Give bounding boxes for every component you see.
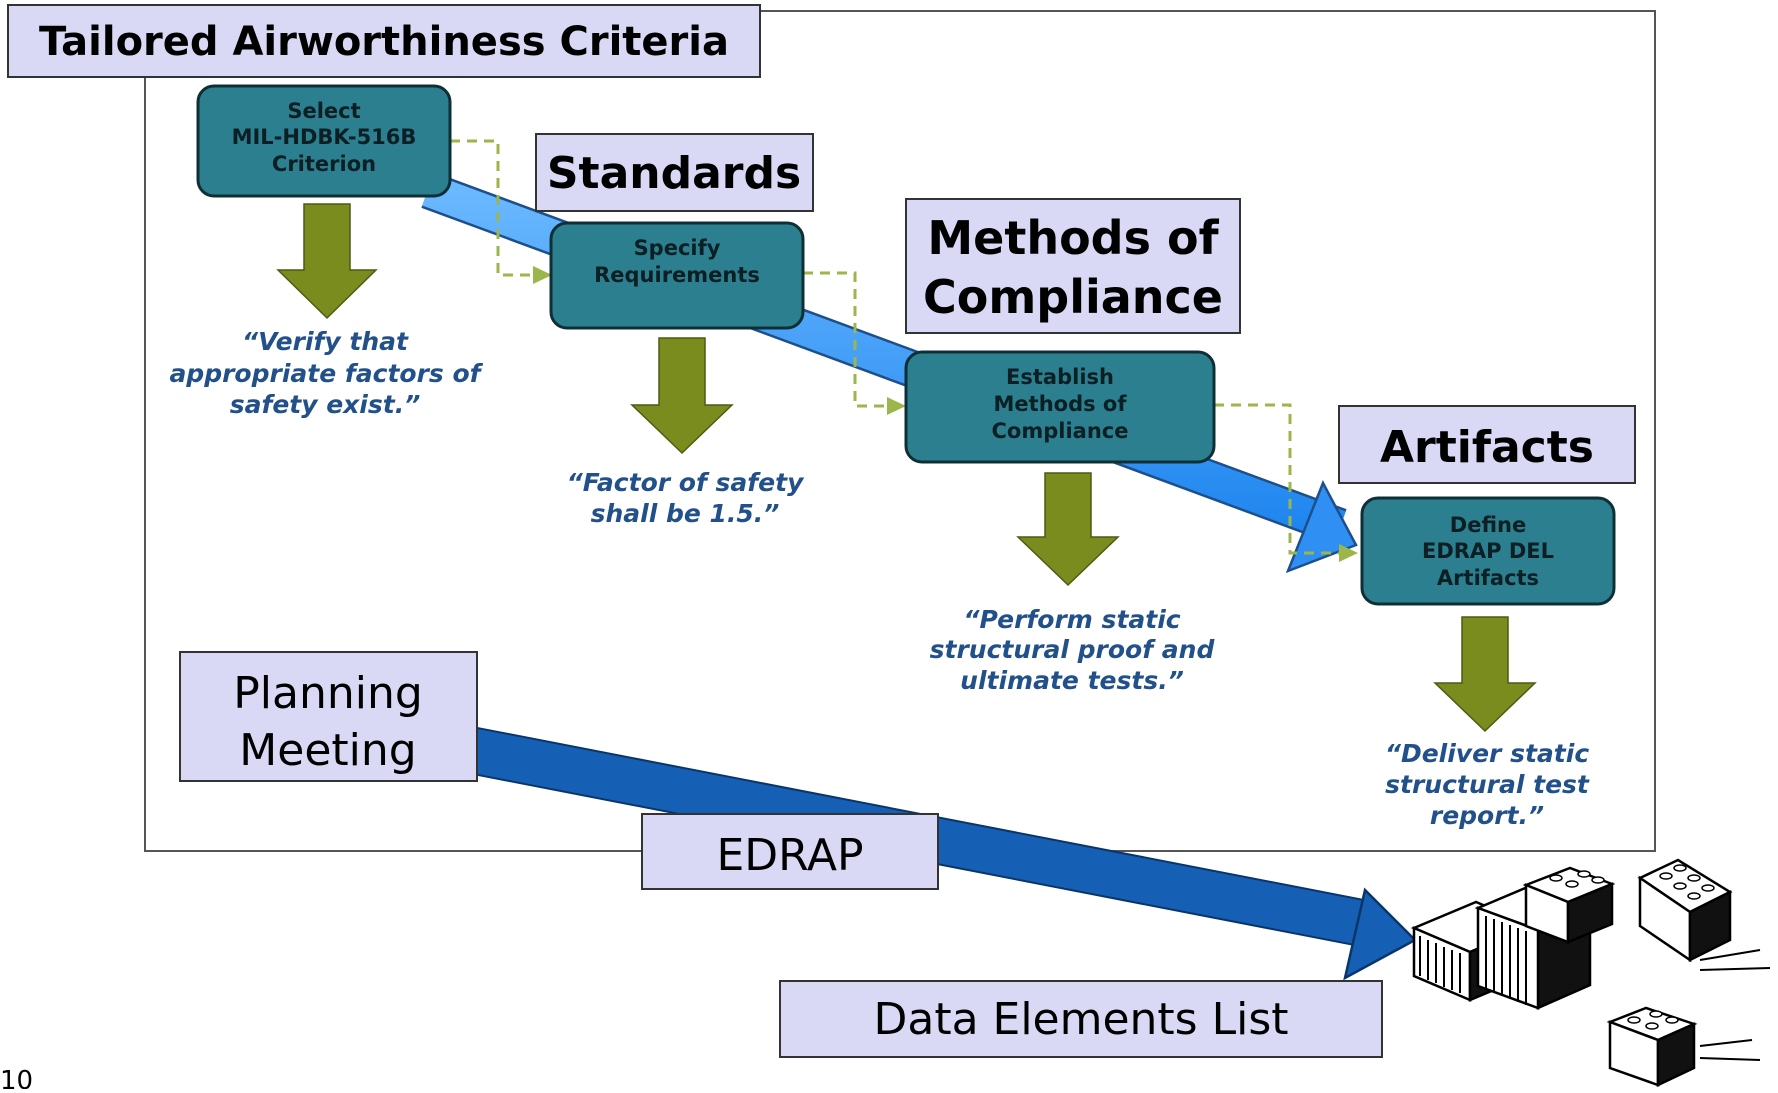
title-box: Tailored Airworthiness Criteria [7,4,761,78]
step-select-criterion: Select MIL-HDBK-516B Criterion [196,84,452,198]
svg-text:report.”: report.” [1430,801,1544,830]
label-standards: Standards [535,133,814,212]
step-line: Requirements [594,263,760,287]
svg-text:Methods of: Methods of [994,392,1128,416]
step-line: Define [1450,513,1526,537]
svg-text:structural proof and: structural proof and [930,635,1216,664]
label-data-elements-list: Data Elements List [779,980,1383,1058]
quote-line: shall be 1.5.” [591,499,780,528]
svg-text:Define: Define [1450,513,1526,537]
quote-line: safety exist.” [230,390,421,419]
down-arrow-4 [1433,616,1537,733]
svg-text:“Factor of safety: “Factor of safety [567,468,805,497]
svg-text:“Verify that: “Verify that [242,327,409,356]
svg-text:appropriate factors of: appropriate factors of [169,359,483,388]
svg-text:safety exist.”: safety exist.” [230,390,421,419]
svg-text:Criterion: Criterion [272,152,376,176]
svg-text:Compliance: Compliance [992,419,1129,443]
planning-label-line2: Meeting [239,725,416,776]
down-arrow-1 [276,203,378,320]
building-blocks-icon [1410,858,1771,1087]
quote-line: “Perform static [963,605,1180,634]
down-arrow-3 [1016,472,1120,587]
label-artifacts: Artifacts [1338,405,1636,484]
svg-text:Requirements: Requirements [594,263,760,287]
methods-label-line2: Compliance [923,270,1223,324]
quote-line: “Verify that [242,327,409,356]
svg-text:ultimate tests.”: ultimate tests.” [960,666,1184,695]
quote-line: structural test [1385,770,1590,799]
svg-text:Establish: Establish [1006,365,1114,389]
step-line: Methods of [994,392,1128,416]
quote-verify-factors: “Verify that appropriate factors of safe… [169,327,483,419]
down-arrow-2 [630,337,734,455]
step-establish-methods: Establish Methods of Compliance [904,350,1216,464]
step-line: Criterion [272,152,376,176]
quote-deliver-report: “Deliver static structural test report.” [1385,739,1590,830]
quote-perform-tests: “Perform static structural proof and ult… [930,605,1216,695]
quote-line: “Deliver static [1385,739,1589,768]
step-specify-requirements: Specify Requirements [549,221,805,330]
svg-text:EDRAP DEL: EDRAP DEL [1422,539,1554,563]
svg-text:MIL-HDBK-516B: MIL-HDBK-516B [232,125,417,149]
quote-line: ultimate tests.” [960,666,1184,695]
step-line: Select [287,99,360,123]
quote-line: “Factor of safety [567,468,805,497]
methods-label-line1: Methods of [927,211,1219,265]
artifacts-label: Artifacts [1380,422,1594,473]
step-line: MIL-HDBK-516B [232,125,417,149]
planning-label-line1: Planning [233,668,423,719]
quote-line: structural proof and [930,635,1216,664]
standards-label: Standards [547,148,801,199]
step-line: Establish [1006,365,1114,389]
edrap-label: EDRAP [716,830,863,881]
quote-line: report.” [1430,801,1544,830]
quote-line: appropriate factors of [169,359,483,388]
svg-text:Specify: Specify [634,236,721,260]
step-line: Specify [634,236,721,260]
label-methods-of-compliance: Methods of Compliance [905,198,1241,334]
svg-text:Artifacts: Artifacts [1437,566,1539,590]
label-edrap: EDRAP [641,813,939,890]
step-define-artifacts: Define EDRAP DEL Artifacts [1360,496,1616,606]
page-title: Tailored Airworthiness Criteria [39,19,729,65]
dashed-connectors [450,139,1358,562]
data-elements-label: Data Elements List [873,994,1288,1045]
step-line: Artifacts [1437,566,1539,590]
svg-text:“Perform static: “Perform static [963,605,1180,634]
quote-factor-of-safety: “Factor of safety shall be 1.5.” [567,468,805,528]
step-line: EDRAP DEL [1422,539,1554,563]
page-number: 10 [0,1066,33,1089]
step-line: Compliance [992,419,1129,443]
svg-text:Select: Select [287,99,360,123]
label-planning-meeting: Planning Meeting [179,651,478,782]
svg-text:“Deliver static: “Deliver static [1385,739,1589,768]
svg-text:shall be 1.5.”: shall be 1.5.” [591,499,780,528]
svg-text:structural test: structural test [1385,770,1590,799]
